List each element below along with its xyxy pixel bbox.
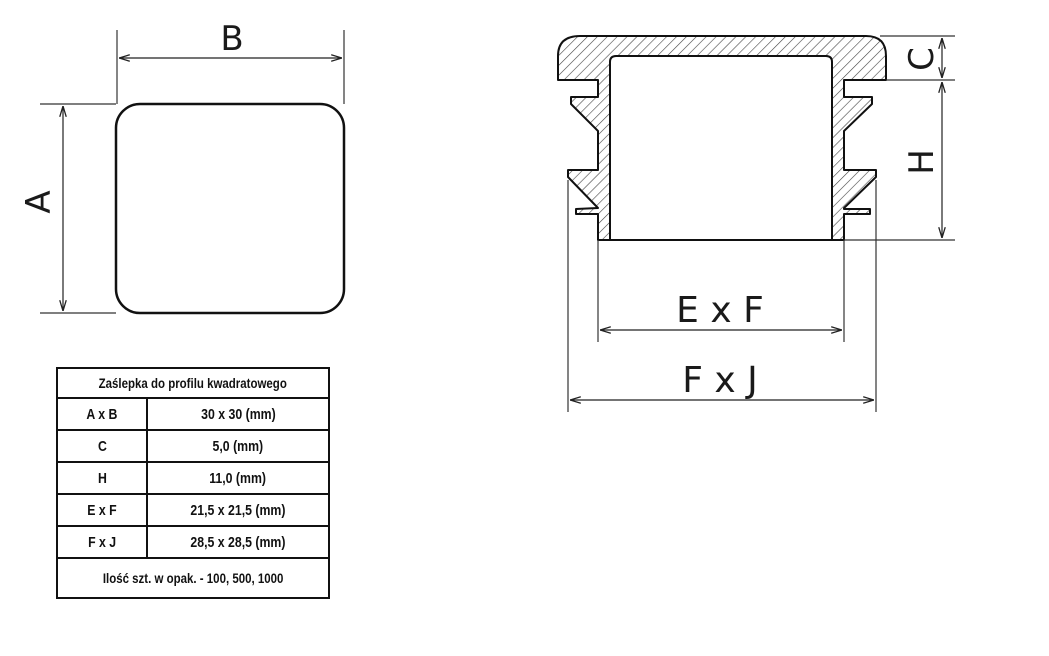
spec-table-title-row: Zaślepka do profilu kwadratowego: [56, 367, 330, 399]
spec-key: H: [56, 461, 148, 495]
label-h: H: [902, 149, 942, 175]
spec-table-footer-row: Ilość szt. w opak. - 100, 500, 1000: [56, 557, 330, 599]
spec-value: 30 x 30 (mm): [146, 397, 330, 431]
label-a: A: [19, 190, 59, 213]
spec-key: F x J: [56, 525, 148, 559]
table-row: F x J 28,5 x 28,5 (mm): [56, 525, 330, 559]
front-view-outline: [114, 102, 346, 315]
spec-key: C: [56, 429, 148, 463]
spec-key: E x F: [56, 493, 148, 527]
label-b: B: [220, 19, 243, 59]
table-row: H 11,0 (mm): [56, 461, 330, 495]
spec-table: Zaślepka do profilu kwadratowego A x B 3…: [56, 367, 330, 599]
spec-table-footer: Ilość szt. w opak. - 100, 500, 1000: [56, 557, 330, 599]
label-fxj: F x J: [682, 360, 758, 401]
spec-value: 28,5 x 28,5 (mm): [146, 525, 330, 559]
cap-cross-section: [557, 35, 887, 241]
label-c: C: [902, 47, 942, 71]
table-row: E x F 21,5 x 21,5 (mm): [56, 493, 330, 527]
spec-table-title: Zaślepka do profilu kwadratowego: [56, 367, 330, 399]
spec-value: 21,5 x 21,5 (mm): [146, 493, 330, 527]
front-view: B A: [19, 19, 346, 315]
spec-value: 5,0 (mm): [146, 429, 330, 463]
table-row: C 5,0 (mm): [56, 429, 330, 463]
spec-key: A x B: [56, 397, 148, 431]
label-exf: E x F: [676, 290, 764, 331]
spec-value: 11,0 (mm): [146, 461, 330, 495]
section-view: C H E x F F x J: [557, 35, 955, 412]
table-row: A x B 30 x 30 (mm): [56, 397, 330, 431]
